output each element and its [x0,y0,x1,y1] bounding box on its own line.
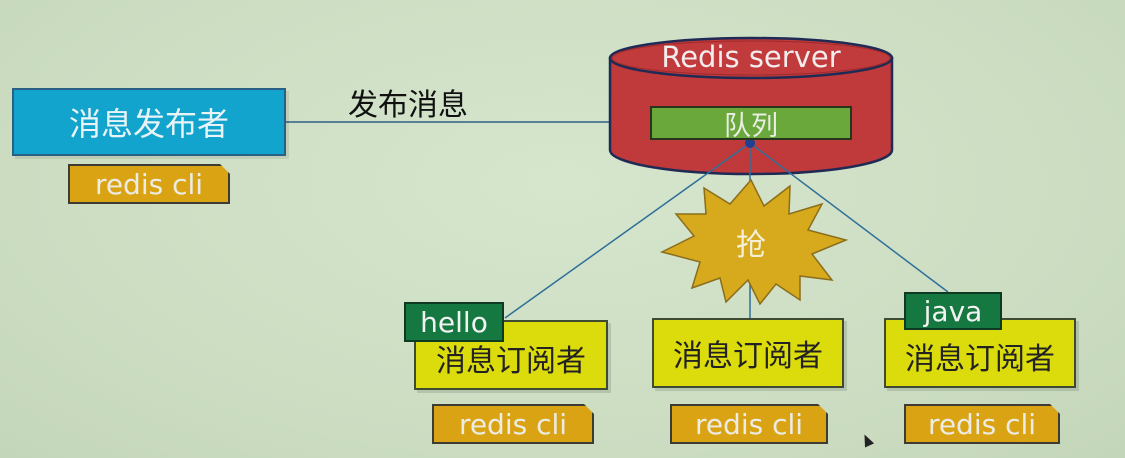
subscriber-cli-label-2: redis cli [694,407,804,441]
connector-subscriber-1 [504,142,751,319]
publisher-box: 消息发布者 [12,88,286,156]
subscriber-box-2: 消息订阅者 [652,318,844,388]
redis-server-title: Redis server [661,40,841,74]
grab-label: 抢 [736,228,766,263]
subscriber-cli-label-3: redis cli [927,407,1037,441]
channel-tag-java-label: java [923,294,983,328]
starburst-icon [659,178,849,306]
queue-junction-dot [745,138,755,148]
queue-label: 队列 [724,110,778,142]
publish-message-label: 发布消息 [348,88,468,123]
subscriber-label-1: 消息订阅者 [436,344,586,379]
queue-box: 队列 [650,106,852,142]
channel-tag-hello: hello [404,302,504,342]
subscriber-label-2: 消息订阅者 [673,339,823,374]
publisher-cli-label: redis cli [94,167,204,201]
publisher-label: 消息发布者 [68,105,229,143]
subscriber-cli-tag-2: redis cli [670,404,828,444]
subscriber-cli-tag-3: redis cli [904,404,1060,444]
subscriber-cli-tag-1: redis cli [432,404,594,444]
publisher-cli-tag: redis cli [68,164,230,204]
channel-tag-hello-label: hello [420,305,488,339]
channel-tag-java: java [904,292,1002,330]
connector-subscriber-3 [749,142,949,293]
subscriber-label-3: 消息订阅者 [905,342,1055,377]
subscriber-cli-label-1: redis cli [458,407,568,441]
